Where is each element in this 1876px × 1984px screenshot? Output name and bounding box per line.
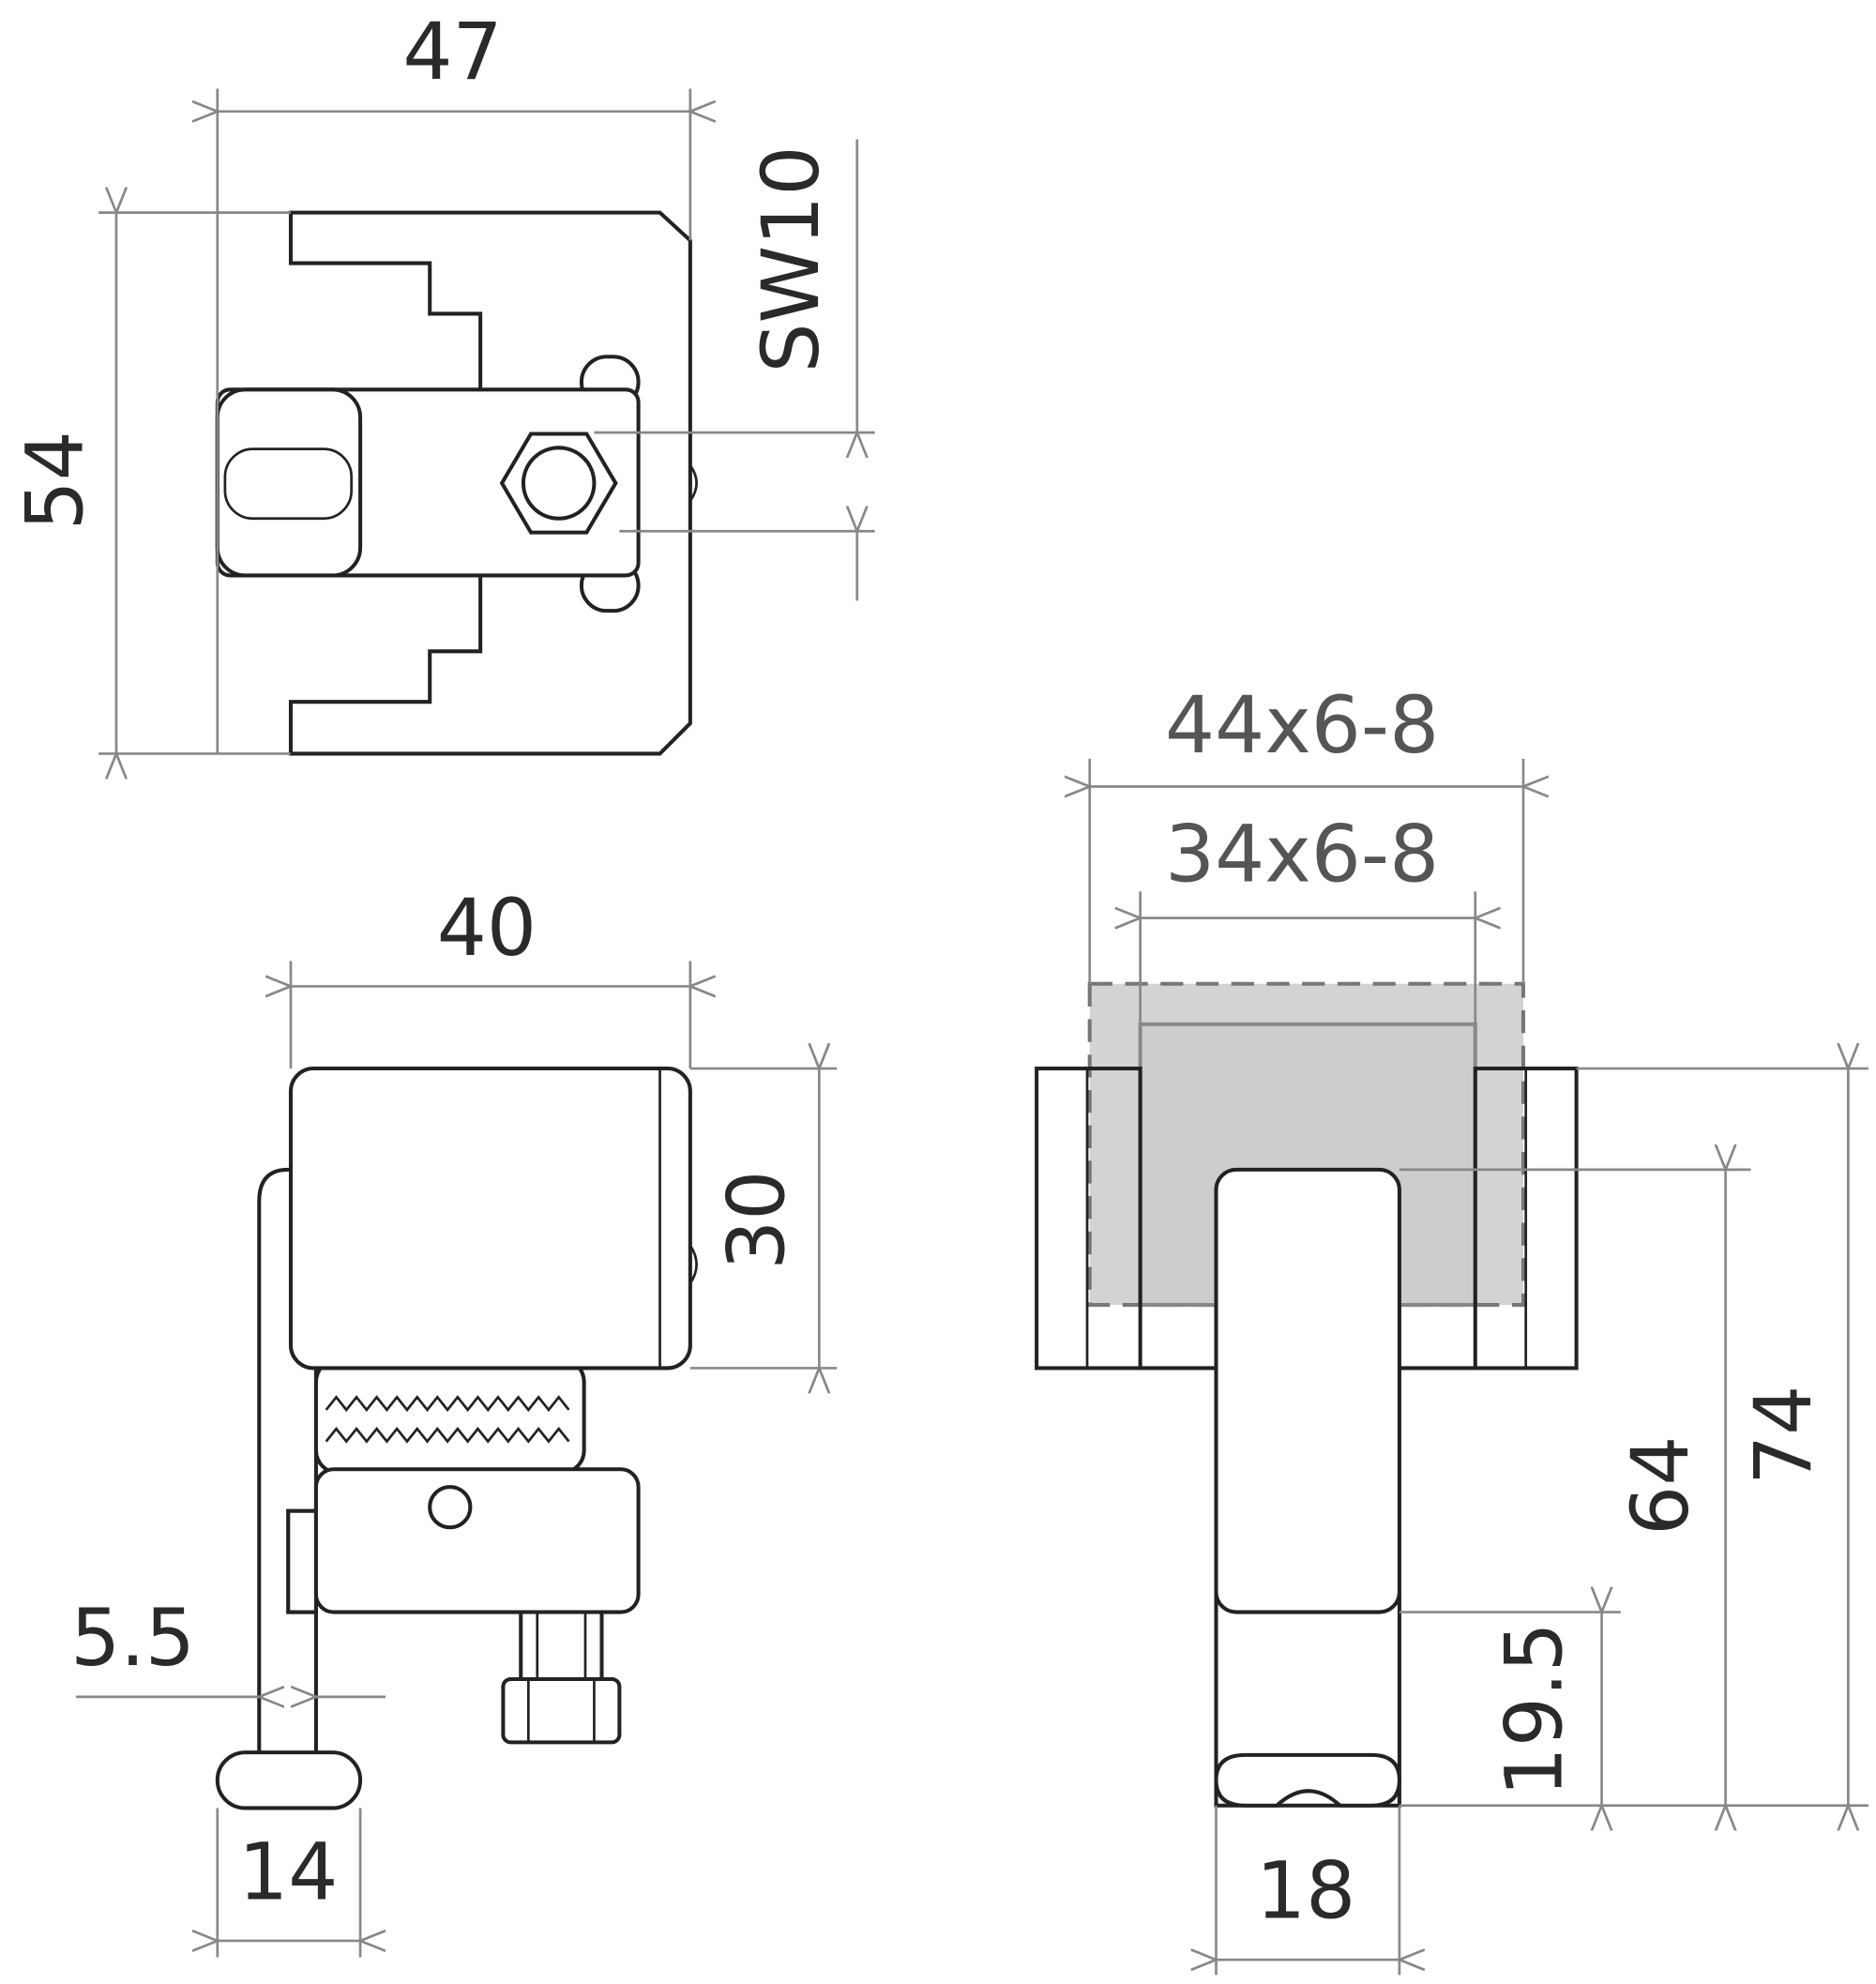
- dimension-label-sw10: SW10: [745, 146, 837, 373]
- dimension-label-14: 14: [238, 1826, 338, 1918]
- dimension-label-5-5: 5.5: [70, 1592, 195, 1684]
- dimension-label-64: 64: [1614, 1436, 1706, 1536]
- hook-slot: [286, 1508, 318, 1614]
- dimension-label-47: 47: [402, 6, 502, 98]
- dimension-label-44x6-8: 44x6-8: [1165, 679, 1439, 771]
- lower-block: [313, 1467, 641, 1614]
- spring-thread: [313, 1356, 586, 1476]
- hook-foot: [215, 1750, 363, 1810]
- side-bump: [688, 464, 698, 502]
- dimension-label-30: 30: [711, 1171, 803, 1270]
- dimension-label-40: 40: [437, 882, 537, 974]
- bolt-shank: [519, 1610, 604, 1684]
- side-view: 44x6-8 34x6-8 74 64 19.5 18: [1035, 679, 1868, 1976]
- dimension-label-34x6-8: 34x6-8: [1165, 809, 1439, 901]
- thread-pattern: [325, 1395, 570, 1444]
- top-view: 47 54 SW10: [9, 6, 875, 754]
- front-view: 40 30 5.5 14: [70, 882, 838, 1958]
- dimension-label-19-5: 19.5: [1488, 1622, 1580, 1796]
- hook-foot-side: [1214, 1752, 1401, 1808]
- hook-head-inner: [223, 447, 354, 521]
- dimension-label-54: 54: [9, 431, 101, 530]
- bolt-circle: [521, 446, 597, 521]
- bolt-nut: [501, 1676, 622, 1745]
- hook-upper: [1214, 1167, 1401, 1614]
- lower-block-hole: [428, 1485, 473, 1530]
- dimension-label-74: 74: [1737, 1386, 1829, 1485]
- hook-head: [215, 387, 363, 578]
- main-body: [288, 1067, 692, 1371]
- dimension-label-18: 18: [1256, 1845, 1355, 1937]
